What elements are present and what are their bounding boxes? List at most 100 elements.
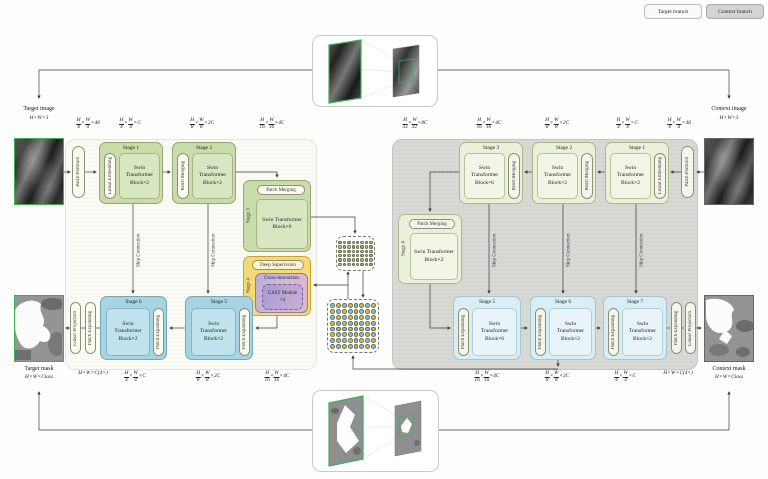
target-mask: [14, 295, 64, 362]
target-token-grid: [336, 236, 375, 271]
pill-label: Linear Embedding: [657, 157, 663, 195]
dim-label: H×W×C(4×): [663, 370, 693, 376]
stage-title-rotated: Stage 4: [401, 241, 407, 257]
pill-label: Patch Merging: [417, 221, 447, 227]
swin-block: Swin Transformer Block×6: [472, 308, 517, 356]
context-stage5-patch-expanding-pill: Patch Expanding: [458, 308, 469, 356]
target-stage4-cast-box: Deep Supervision Stage 4 Cross-Interacti…: [243, 256, 311, 316]
pill-label: Patch Merging: [180, 161, 186, 191]
context-stage2-box: Stage 2 Swin Transformer Block×2 Patch M…: [532, 142, 596, 204]
pill-label: Linear Projection: [73, 310, 78, 346]
cast-module-label: CAST Module: [267, 291, 298, 296]
target-stage6-box: Stage 6 Swin Transformer Block×2 Patch E…: [100, 296, 167, 360]
swin-block: Swin Transformer Block×2: [106, 308, 150, 356]
context-stage3-box: Stage 3 Swin Transformer Block×6 Patch M…: [459, 142, 523, 204]
stage-title: Stage 1: [628, 144, 646, 151]
context-patch-merging-pill: Patch Merging: [581, 153, 593, 199]
target-linear-embedding-pill: Linear Embedding: [104, 153, 116, 199]
target-stage3-box: Patch Merging Stage 3 Swin Transformer B…: [243, 180, 311, 252]
pill-label: Patch Merging: [584, 161, 590, 191]
swin-block: Swin Transformer Block×2: [119, 153, 160, 199]
swin-block: Swin Transformer Block×2: [191, 308, 236, 356]
swin-block: Swin Transformer Block×2: [410, 233, 458, 280]
context-stage5-box: Stage 5 Patch Expanding Swin Transformer…: [453, 296, 521, 360]
skip-connection-label: Skip Connection: [211, 233, 217, 267]
pill-label: Linear Embedding: [107, 157, 113, 195]
context-patch-expanding-pill: Patch Expanding: [671, 302, 682, 354]
context-patch-partition-pill: Patch Partition: [681, 146, 694, 198]
pill-label: Patch Merging: [511, 161, 517, 191]
dim-label: H×W×C(4×): [78, 370, 108, 376]
skip-connection-label: Skip Connection: [492, 233, 498, 267]
context-image-title: Context image: [711, 106, 747, 112]
context-mask-title: Context mask: [712, 366, 746, 372]
swin-block: Swin Transformer Block×2: [549, 308, 592, 356]
swin-block: Swin Transformer Block×2: [610, 153, 651, 199]
target-stage6-patch-expanding-pill: Patch Expanding: [153, 308, 164, 356]
pill-label: Linear Projection: [688, 310, 693, 346]
context-mask: [704, 295, 754, 362]
target-stage3-patch-merging-pill: Patch Merging: [257, 185, 305, 195]
pill-label: Patch Expanding: [674, 310, 679, 346]
context-stage4-box: Patch Merging Stage 4 Swin Transformer B…: [398, 214, 462, 284]
skip-connection-label: Skip Connection: [566, 233, 572, 267]
pill-label: Deep Supervision: [260, 262, 296, 268]
stage-title: Stage 3: [482, 144, 500, 151]
target-stage1-box: Stage 1 Linear Embedding Swin Transforme…: [99, 142, 163, 204]
swin-block: Swin Transformer Block×6: [256, 199, 308, 249]
stage-title: Stage 7: [626, 298, 644, 305]
context-mask-dim: H×W×Class: [714, 374, 744, 380]
target-linear-projection-pill: Linear Projection: [70, 302, 81, 354]
pill-label: Patch Expanding: [461, 314, 466, 350]
stage-title: Stage 6: [554, 298, 572, 305]
context-stage6-box: Stage 6 Patch Expanding Swin Transformer…: [530, 296, 596, 360]
legend-context-branch: Context branch: [706, 4, 764, 19]
swin-block: Swin Transformer Block×6: [464, 153, 505, 199]
stage-title: Stage 5: [210, 298, 228, 305]
target-stage5-patch-expanding-pill: Patch Expanding: [239, 308, 250, 356]
target-patch-partition-pill: Patch Partition: [72, 146, 85, 198]
pill-label: Patch Expanding: [611, 314, 616, 350]
stage-title: Stage 6: [125, 298, 142, 305]
context-image-dim: H×W×3: [719, 115, 739, 121]
context-linear-projection-pill: Linear Projection: [685, 302, 696, 354]
stage-title-rotated: Stage 3: [246, 208, 252, 224]
target-patch-expanding-pill: Patch Expanding: [85, 302, 96, 354]
context-image: [704, 138, 754, 205]
context-stage4-patch-merging-pill: Patch Merging: [409, 219, 455, 229]
stage-title: Stage 2: [555, 144, 573, 151]
legend-target-branch: Target branch: [644, 4, 702, 19]
swin-block: Swin Transformer Block×2: [192, 153, 233, 199]
skip-connection-label: Skip Connection: [136, 233, 142, 267]
target-mask-dim: H×W×Class: [24, 374, 54, 380]
legend-target-label: Target branch: [657, 8, 689, 15]
target-stage5-box: Stage 5 Swin Transformer Block×2 Patch E…: [185, 296, 253, 360]
context-stage6-patch-expanding-pill: Patch Expanding: [535, 308, 546, 356]
context-stage7-box: Stage 7 Patch Expanding Swin Transformer…: [603, 296, 667, 360]
mask-pair-graphic: [328, 395, 422, 467]
pill-label: Patch Merging: [266, 187, 296, 193]
stage-title: Stage 2: [195, 144, 213, 151]
cast-module-repeat: ×4: [279, 298, 286, 303]
pill-label: Patch Expanding: [88, 310, 93, 346]
context-stage1-box: Stage 1 Swin Transformer Block×2 Linear …: [605, 142, 669, 204]
target-stage2-box: Stage 2 Patch Merging Swin Transformer B…: [172, 142, 236, 204]
image-pair-graphic: [328, 39, 420, 104]
stage-title: Stage 1: [122, 144, 140, 151]
target-patch-merging-pill: Patch Merging: [177, 153, 189, 199]
mask-pair-illustration: [312, 390, 439, 472]
pill-label: Patch Partition: [76, 157, 81, 187]
target-mask-title: Target mask: [24, 366, 54, 372]
